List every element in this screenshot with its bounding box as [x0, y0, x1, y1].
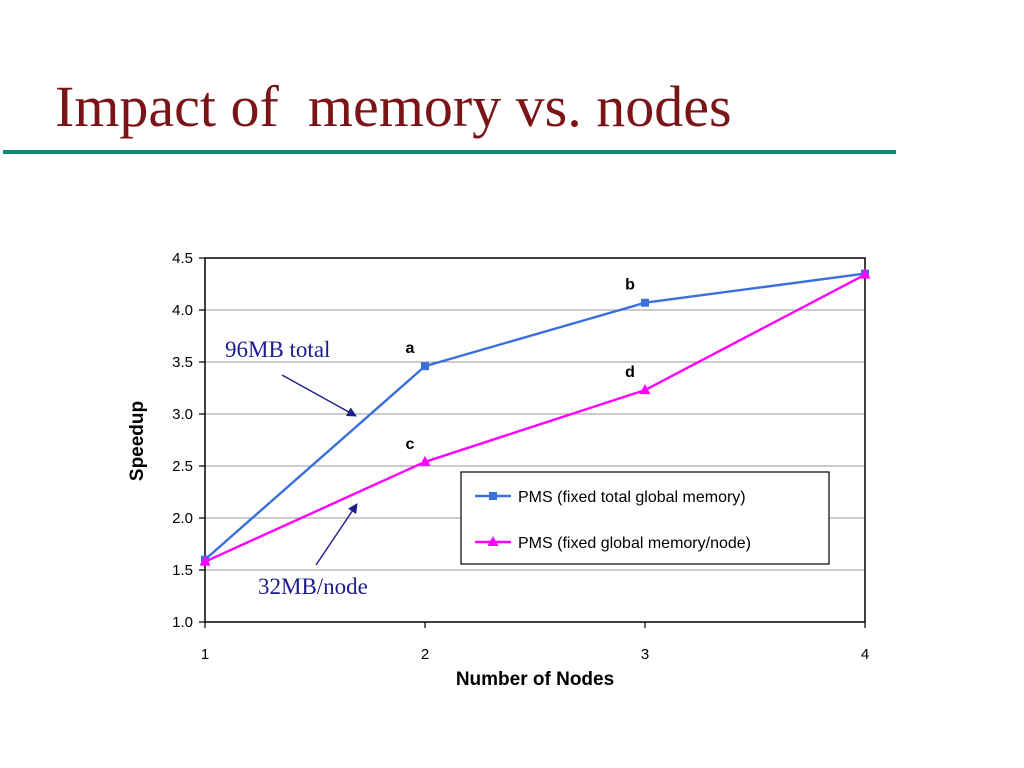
- series-lines: [199, 268, 871, 566]
- axes: 1.0 1.5 2.0 2.5 3.0 3.5 4.0 4.5 1 2 3 4: [172, 250, 869, 663]
- point-labels: a b c d: [406, 277, 636, 453]
- series-line-2: [204, 273, 866, 563]
- point-label-a: a: [406, 340, 415, 357]
- x-axis-title: Number of Nodes: [456, 669, 614, 690]
- data-point: [641, 298, 649, 307]
- y-tick-label: 4.5: [172, 250, 193, 267]
- legend-label-1: PMS (fixed total global memory): [518, 489, 746, 506]
- callouts: 96MB total 32MB/node: [225, 337, 368, 599]
- callout-96mb-total: 96MB total: [225, 337, 330, 362]
- x-tick-label: 3: [641, 646, 649, 663]
- y-axis-title: Speedup: [127, 401, 148, 481]
- y-tick-label: 3.0: [172, 406, 193, 423]
- y-tick-label: 4.0: [172, 302, 193, 319]
- legend-label-2: PMS (fixed global memory/node): [518, 535, 751, 552]
- y-tick-label: 1.5: [172, 562, 193, 579]
- data-point: [419, 455, 431, 466]
- point-label-c: c: [406, 436, 415, 453]
- legend-marker: [487, 536, 499, 546]
- series-line-1: [204, 272, 866, 561]
- x-tick-label: 2: [421, 646, 429, 663]
- legend-box: [460, 471, 830, 565]
- callout-arrow-96mb: [281, 374, 357, 417]
- legend: PMS (fixed total global memory) PMS (fixe…: [460, 471, 830, 565]
- x-tick-label: 1: [201, 646, 209, 663]
- y-tick-label: 2.5: [172, 458, 193, 475]
- y-tick-label: 2.0: [172, 510, 193, 527]
- legend-marker: [489, 492, 497, 500]
- x-tick-label: 4: [861, 646, 869, 663]
- data-point: [859, 268, 871, 279]
- title-underline: [3, 150, 896, 154]
- slide-title: Impact of memory vs. nodes: [55, 74, 732, 139]
- callout-32mb-node: 32MB/node: [258, 574, 368, 599]
- y-tick-label: 1.0: [172, 614, 193, 631]
- point-label-b: b: [625, 277, 635, 294]
- plot-area: [204, 257, 866, 623]
- data-point: [639, 384, 651, 395]
- data-point: [421, 362, 429, 371]
- gridlines: [205, 309, 865, 571]
- y-tick-label: 3.5: [172, 354, 193, 371]
- callout-arrow-32mb: [315, 503, 358, 566]
- data-point: [199, 555, 211, 566]
- point-label-d: d: [625, 364, 635, 381]
